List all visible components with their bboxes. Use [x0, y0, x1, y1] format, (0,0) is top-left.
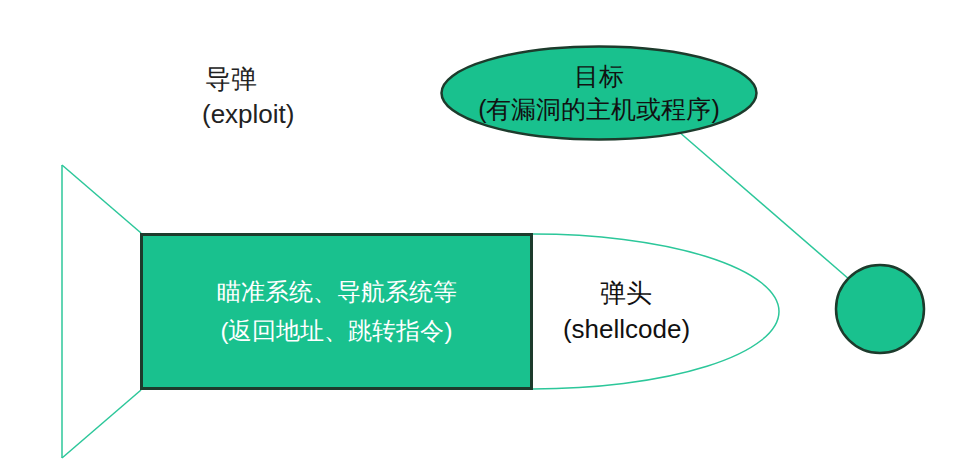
node-text: 目标: [574, 60, 624, 93]
node-outline-shape: [142, 235, 532, 389]
node-outline: [140, 233, 533, 390]
target-circle: [836, 265, 924, 353]
target-ellipse: 目标(有漏洞的主机或程序): [440, 45, 758, 141]
node-outline-shape: [533, 234, 779, 389]
node-text-group: 弹头(shellcode): [563, 276, 690, 346]
node-outline: [533, 233, 780, 390]
node-outline: [440, 45, 758, 141]
node-text: (返回地址、跳转指令): [221, 312, 453, 350]
node-outline-shape: [442, 47, 757, 140]
warhead-shape: 弹头(shellcode): [533, 233, 780, 390]
node-text-area: 目标(有漏洞的主机或程序): [440, 45, 758, 141]
node-text-area: 弹头(shellcode): [533, 233, 780, 390]
node-text-group: 瞄准系统、导航系统等(返回地址、跳转指令): [217, 273, 457, 350]
tail-fin-line: [62, 165, 141, 233]
payload-body-box: 瞄准系统、导航系统等(返回地址、跳转指令): [140, 233, 533, 390]
node-text-area: 瞄准系统、导航系统等(返回地址、跳转指令): [140, 233, 533, 390]
tail-fin-line: [61, 165, 63, 458]
tail-fin-line: [62, 390, 141, 458]
node-text-group: 目标(有漏洞的主机或程序): [478, 60, 720, 126]
node-text: (有漏洞的主机或程序): [478, 93, 720, 126]
missile-label: (exploit): [202, 99, 294, 130]
missile-label: 导弹: [205, 62, 257, 97]
node-text: 瞄准系统、导航系统等: [217, 273, 457, 311]
node-text: 弹头: [600, 276, 652, 311]
node-text: (shellcode): [563, 312, 690, 347]
leader-line: [678, 131, 850, 280]
